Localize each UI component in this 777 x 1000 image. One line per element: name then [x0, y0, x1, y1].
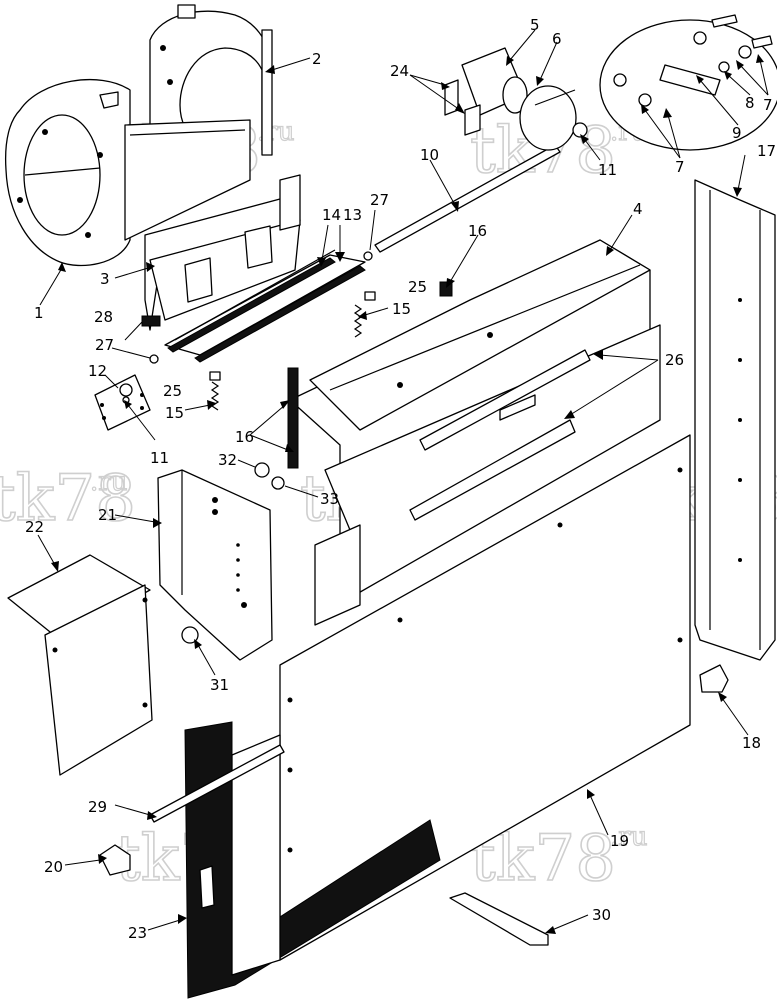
- callout-15a: 15: [392, 300, 411, 318]
- part-29-strip: [149, 744, 285, 823]
- callout-19: 19: [610, 832, 629, 850]
- part-15-spring-1: [353, 304, 363, 338]
- part-17-vertical-rail: [694, 179, 776, 661]
- part-27-washer-2: [149, 354, 159, 364]
- lower-shroud-box: [124, 119, 251, 241]
- callout-29: 29: [88, 798, 107, 816]
- callout-7a: 7: [675, 158, 685, 176]
- part-16-post: [287, 367, 299, 469]
- callout-33: 33: [320, 490, 339, 508]
- callout-25a: 25: [408, 278, 427, 296]
- part-5-6-actuator: [444, 47, 577, 151]
- part-1-ring-shroud: [4, 78, 131, 267]
- part-30-strip: [449, 892, 549, 946]
- part-11-pin-top: [572, 122, 588, 138]
- callout-27b: 27: [95, 336, 114, 354]
- part-15-spring-2: [210, 381, 220, 411]
- callout-26: 26: [665, 351, 684, 369]
- callout-7b: 7: [763, 96, 773, 114]
- callout-20: 20: [44, 858, 63, 876]
- callout-labels: 1 2 3 4 5 6 7 7 8 9 10 11 11 12 13 14 15…: [25, 16, 776, 942]
- watermark-7-sup: .ru: [610, 822, 647, 852]
- callout-1: 1: [34, 304, 44, 322]
- callout-13: 13: [343, 206, 362, 224]
- callout-3: 3: [100, 270, 110, 288]
- part-21-vertical-plate: [157, 469, 273, 661]
- part-12-bracket-plate: [94, 374, 151, 431]
- callout-22: 22: [25, 518, 44, 536]
- callout-18: 18: [742, 734, 761, 752]
- callout-11a: 11: [598, 161, 617, 179]
- watermark-3: tk78: [0, 462, 136, 536]
- callout-23: 23: [128, 924, 147, 942]
- part-23-l-frame: [184, 721, 441, 999]
- part-20-bracket: [99, 844, 131, 876]
- callout-31: 31: [210, 676, 229, 694]
- callout-15b: 15: [165, 404, 184, 422]
- callout-4: 4: [633, 200, 643, 218]
- callout-5: 5: [530, 16, 540, 34]
- part-7-9-linkage-detail: [599, 14, 777, 151]
- callout-16b: 16: [235, 428, 254, 446]
- part-4-main-housing: [289, 239, 661, 626]
- callout-24: 24: [390, 62, 409, 80]
- part-32-bushing: [254, 462, 270, 478]
- callout-11b: 11: [150, 449, 169, 467]
- callout-12: 12: [88, 362, 107, 380]
- callout-2: 2: [312, 50, 322, 68]
- callout-30: 30: [592, 906, 611, 924]
- part-27-washer-1: [363, 251, 373, 261]
- watermark-3-sup: .ru: [90, 467, 127, 497]
- callout-32: 32: [218, 451, 237, 469]
- callout-17: 17: [757, 142, 776, 160]
- callout-14: 14: [322, 206, 341, 224]
- callout-9: 9: [732, 124, 742, 142]
- leader-lines: [37, 29, 769, 934]
- callout-10: 10: [420, 146, 439, 164]
- callout-25b: 25: [163, 382, 182, 400]
- part-28-block: [141, 315, 161, 327]
- part-10-shaft: [374, 144, 561, 253]
- part-18-bracket: [699, 664, 729, 693]
- callout-8: 8: [745, 94, 755, 112]
- part-25-spacer-2: [209, 371, 221, 381]
- callout-16a: 16: [468, 222, 487, 240]
- part-25-spacer-1: [364, 291, 376, 301]
- callout-27a: 27: [370, 191, 389, 209]
- part-2-half-shroud: [149, 4, 273, 156]
- callout-28: 28: [94, 308, 113, 326]
- part-3-bracket-plate: [144, 174, 301, 331]
- callout-21: 21: [98, 506, 117, 524]
- part-33-washer: [271, 476, 285, 490]
- part-13-14-channel-rail: [164, 249, 366, 363]
- part-22-cover-box: [7, 554, 153, 776]
- callout-6: 6: [552, 30, 562, 48]
